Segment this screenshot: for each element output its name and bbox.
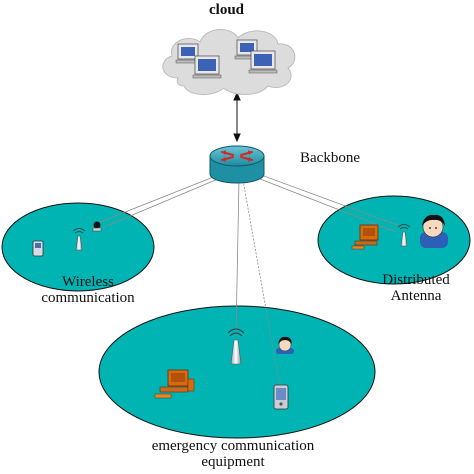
distributed-label-line1: Distributed	[382, 272, 450, 288]
wireless-label-line1: Wireless	[62, 274, 114, 290]
antenna-icon	[72, 228, 86, 251]
antenna-icon	[397, 224, 411, 247]
computer-icon	[248, 50, 278, 74]
desktop-computer-icon	[154, 369, 195, 399]
cloud-uplink-arrow	[233, 91, 241, 143]
antenna-icon	[227, 328, 245, 365]
links	[99, 171, 401, 389]
cloud	[162, 29, 296, 95]
desktop-computer-icon	[351, 224, 379, 250]
emergency-communication-label: emergency communication equipment	[118, 438, 348, 470]
pda-icon	[273, 384, 289, 410]
wireless-label-line2: communication	[41, 290, 135, 306]
distributed-antenna-label: Distributed Antenna	[360, 272, 472, 304]
mobile-phone-icon	[32, 240, 44, 257]
camera-icon	[92, 221, 102, 232]
router-icon	[209, 145, 265, 184]
person-icon	[276, 336, 294, 354]
emergency-label-line1: emergency communication	[151, 438, 315, 454]
emergency-zone	[98, 305, 376, 439]
person-icon	[420, 214, 448, 248]
emergency-label-line2: equipment	[201, 454, 265, 470]
computer-icon	[192, 55, 222, 79]
computer-icon	[175, 43, 201, 64]
cloud-label: cloud	[209, 2, 245, 18]
distributed-label-line2: Antenna	[390, 288, 442, 304]
wireless-communication-label: Wireless communication	[8, 274, 168, 306]
backbone-label: Backbone	[300, 150, 360, 166]
